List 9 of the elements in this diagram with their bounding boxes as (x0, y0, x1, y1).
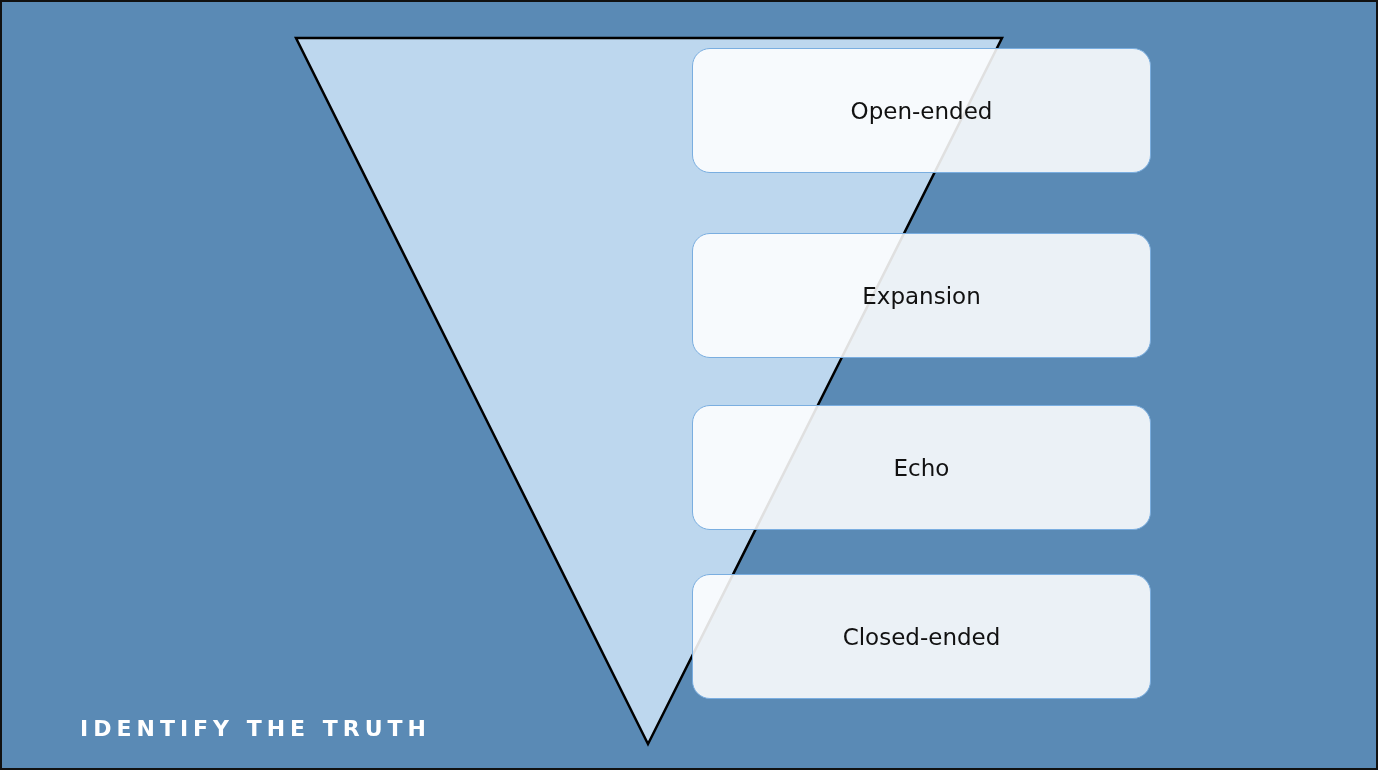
level-label: Open-ended (850, 97, 993, 124)
level-label: Echo (893, 454, 950, 481)
level-box (692, 233, 1151, 358)
level-box (692, 574, 1151, 699)
footer-text: IDENTIFY THE TRUTH (80, 716, 432, 741)
level-box (692, 48, 1151, 173)
level-label: Closed-ended (842, 623, 1001, 650)
level-box (692, 405, 1151, 530)
level-label: Expansion (862, 282, 981, 309)
